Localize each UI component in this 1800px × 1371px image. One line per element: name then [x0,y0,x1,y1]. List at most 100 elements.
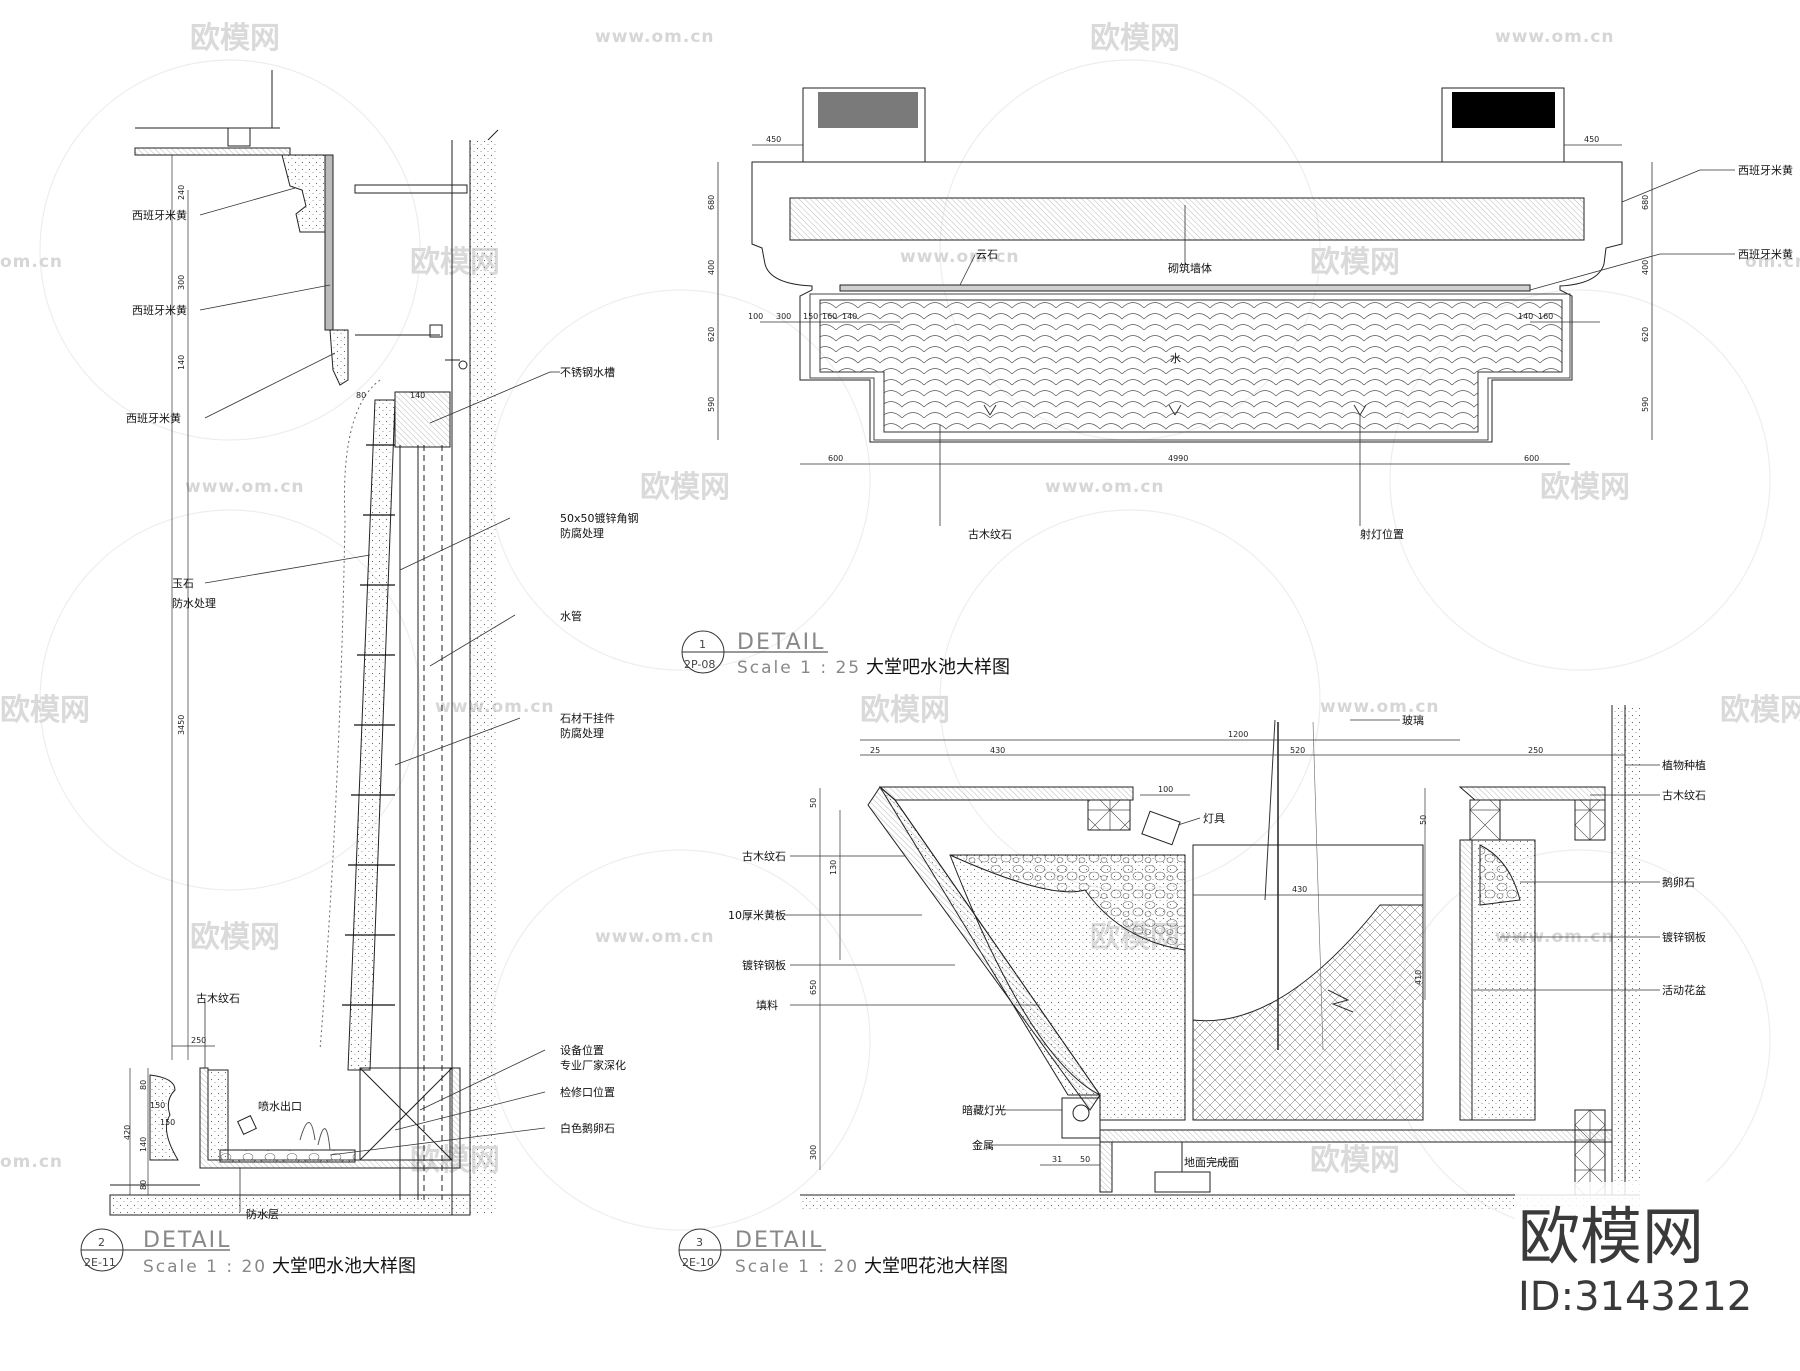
label-spanish-beige: 西班牙米黄 [126,411,181,425]
dim-value: 160 [1538,312,1553,321]
detail-heading: DETAIL [737,630,825,655]
label-stainless-trough: 不锈钢水槽 [560,366,615,379]
detail-number: 1 [699,638,706,651]
dim-value: 150 [150,1101,165,1110]
label-spotlight-position: 射灯位置 [1360,527,1404,541]
dim-value: 31 [1052,1155,1062,1164]
label-water: 水 [1170,352,1181,365]
dim-value: 450 [1584,135,1599,144]
detail-name: 大堂吧花池大样图 [864,1256,1008,1277]
label-fill-material: 填料 [756,998,778,1012]
watermark-url: om.cn [0,252,63,272]
dim-value: 150 [160,1118,175,1127]
watermark-brand: 欧模网 [860,693,950,728]
dim-value: 450 [766,135,781,144]
dim-value: 680 [707,195,716,210]
dim-value: 600 [828,454,843,463]
watermark-url: www.om.cn [185,477,305,497]
watermark-url: om.cn [1745,252,1800,272]
watermark-url: www.om.cn [595,927,715,947]
watermark-brand: 欧模网 [640,470,730,505]
label-glass: 玻璃 [1402,713,1424,727]
dim-value: 80 [356,391,366,400]
detail-scale: Scale 1 : 20 [735,1257,859,1277]
label-pebbles: 鹅卵石 [1662,875,1695,889]
detail-sheet-ref: 2P-08 [684,658,715,671]
dim-value: 420 [123,1125,132,1140]
label-marble: 云石 [976,248,998,261]
label-concealed-light: 暗藏灯光 [962,1103,1006,1117]
label-metal: 金属 [972,1138,994,1152]
label-spanish-beige: 西班牙米黄 [132,303,187,317]
brand-name: 欧模网 [1518,1200,1704,1273]
label-spanish-beige: 西班牙米黄 [1738,163,1793,177]
watermark-brand: 欧模网 [1310,1143,1400,1178]
detail-3-flower-bed-section [785,705,1660,1209]
detail-sheet-ref: 2E-10 [682,1256,714,1269]
label-spanish-beige: 西班牙米黄 [1738,247,1793,261]
watermark-brand: 欧模网 [1720,693,1800,728]
label-floor-finish: 地面完成面 [1184,1155,1239,1169]
dim-value: 100 [1158,785,1173,794]
dim-value: 140 [177,355,186,370]
watermark-brand: 欧模网 [1310,245,1400,280]
watermark-brand: 欧模网 [1090,21,1180,56]
label-beige-panel: 10厚米黄板 [728,908,786,922]
dim-value: 50 [809,798,818,808]
watermark-brand: 欧模网 [190,920,280,955]
detail-number: 2 [98,1236,105,1249]
dim-value: 300 [776,312,791,321]
dim-value: 620 [1641,327,1650,342]
dim-value: 80 [139,1080,148,1090]
dim-value: 620 [707,327,716,342]
dim-value: 100 [748,312,763,321]
dim-value: 400 [1641,260,1650,275]
dimension-layer: 450 450 680 400 620 590 680 400 620 590 … [123,135,1650,1190]
label-wood-grain-stone: 古木纹石 [968,527,1012,541]
label-stone-hanger: 石材干挂件 [560,711,615,725]
dim-value: 140 [1518,312,1533,321]
label-layer: 西班牙米黄 西班牙米黄 砌筑墙体 云石 水 古木纹石 射灯位置 西班牙米黄 西班… [126,163,1793,1221]
dim-value: 140 [410,391,425,400]
watermark-brand: 欧模网 [1540,470,1630,505]
label-anticorrosion: 防腐处理 [560,526,604,540]
dim-value: 590 [1641,397,1650,412]
brand-corner: 欧模网 ID:3143212 [1515,1182,1760,1322]
dim-value: 250 [191,1036,206,1045]
label-access-hatch: 检修口位置 [560,1085,615,1099]
detail-1-pool-plan [717,87,1735,526]
dim-value: 430 [990,746,1005,755]
dim-value: 300 [177,275,186,290]
dim-value: 160 [822,312,837,321]
detail-title-3: 3 2E-10 DETAIL Scale 1 : 20 大堂吧花池大样图 [678,1228,1008,1277]
detail-scale: Scale 1 : 20 [143,1257,267,1277]
dim-value: 240 [177,185,186,200]
dim-value: 680 [1641,195,1650,210]
dim-value: 130 [829,860,838,875]
label-movable-pot: 活动花盆 [1662,983,1706,997]
watermark-url: www.om.cn [1495,27,1615,47]
brand-id: ID:3143212 [1518,1274,1752,1320]
detail-sheet-ref: 2E-11 [84,1256,116,1269]
dim-value: 430 [1292,885,1307,894]
label-spanish-beige: 西班牙米黄 [132,208,187,222]
watermark-brand: 欧模网 [190,21,280,56]
dim-value: 520 [1290,746,1305,755]
label-white-pebbles: 白色鹅卵石 [560,1121,615,1135]
label-light-fixture: 灯具 [1203,812,1225,825]
detail-number: 3 [696,1236,703,1249]
watermark-url: om.cn [0,1152,63,1172]
detail-scale: Scale 1 : 25 [737,658,861,678]
dim-value: 300 [809,1145,818,1160]
label-planting: 植物种植 [1662,758,1706,772]
dim-value: 590 [707,397,716,412]
detail-title-2: 2 2E-11 DETAIL Scale 1 : 20 大堂吧水池大样图 [80,1228,416,1277]
dim-value: 140 [842,312,857,321]
dim-value: 250 [1528,746,1543,755]
label-galvanized-plate: 镀锌钢板 [742,958,786,972]
detail-title-1: 1 2P-08 DETAIL Scale 1 : 25 大堂吧水池大样图 [681,630,1010,678]
watermark-url: www.om.cn [1320,697,1440,717]
dim-value: 25 [870,746,880,755]
label-wood-grain-stone: 古木纹石 [1662,788,1706,802]
